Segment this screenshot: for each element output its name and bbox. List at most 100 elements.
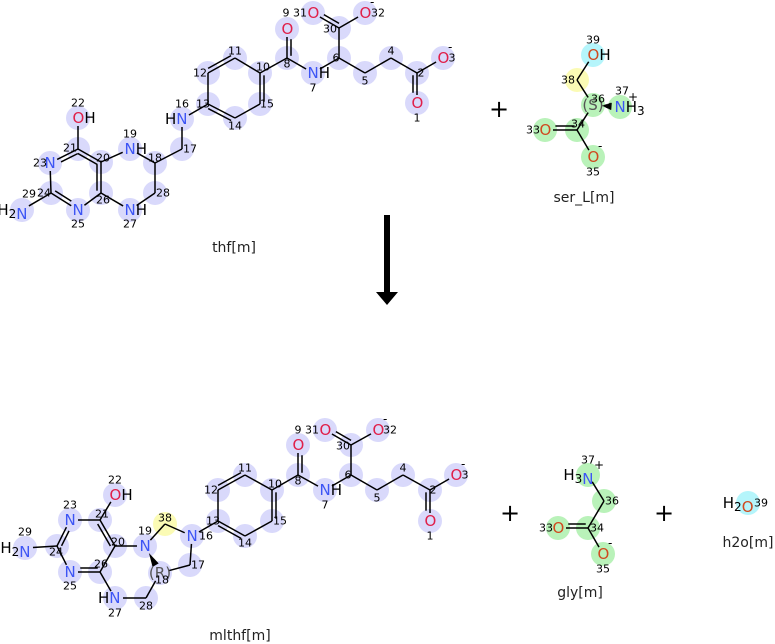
- wedge-bond: [148, 552, 159, 567]
- atom-number: 9: [295, 424, 302, 437]
- atom-label: (R): [149, 564, 171, 582]
- bond: [244, 474, 273, 491]
- bond: [83, 192, 102, 206]
- bond: [364, 57, 392, 74]
- atom-label: N: [187, 527, 198, 545]
- double-bond-line: [207, 107, 232, 122]
- atom-number: 31: [305, 424, 319, 437]
- double-bond-line: [60, 530, 70, 547]
- atom-label: NH: [125, 201, 148, 219]
- charge-label: -: [598, 139, 602, 153]
- atom-label: O: [540, 121, 552, 139]
- atom-number: 18: [148, 152, 162, 165]
- bond: [234, 103, 261, 119]
- bond: [416, 61, 437, 74]
- bond: [319, 16, 340, 29]
- atom-label: NH: [125, 140, 148, 158]
- atom-number: 12: [204, 484, 218, 497]
- atom-number: 16: [175, 98, 189, 111]
- double-bond-line: [97, 523, 112, 547]
- bond: [100, 151, 124, 163]
- double-bond-line: [217, 471, 242, 487]
- atom-label: OH: [73, 109, 96, 127]
- atom-highlight: [533, 118, 557, 142]
- atom-number: 17: [183, 143, 197, 156]
- atom-number: 2: [430, 484, 437, 497]
- atom-number: 9: [283, 7, 290, 20]
- highlight-layer: [10, 1, 760, 610]
- bond: [99, 519, 116, 547]
- atom-number: 14: [228, 120, 242, 133]
- atom-number: 26: [96, 194, 110, 207]
- atom-highlight: [444, 463, 468, 487]
- atom-highlight: [66, 106, 90, 130]
- atom-number: 6: [333, 52, 340, 65]
- atom-number: 3: [462, 469, 469, 482]
- bond: [576, 112, 589, 131]
- atom-number: 23: [33, 157, 47, 170]
- atom-highlight: [301, 61, 325, 85]
- atom-highlight: [418, 509, 442, 533]
- atom-label: HN: [165, 110, 188, 128]
- atom-number: 28: [156, 187, 170, 200]
- atom-highlight: [581, 93, 605, 117]
- atom-number: 12: [193, 67, 207, 80]
- atom-number: 8: [295, 475, 302, 488]
- atom-label: N: [65, 511, 76, 529]
- atom-highlight: [366, 418, 390, 442]
- bond: [376, 474, 404, 491]
- bond: [259, 57, 288, 74]
- atom-label: N: [45, 154, 56, 172]
- atom-number: 3: [449, 52, 456, 65]
- atom-label: O: [588, 148, 600, 166]
- atom-label: HN: [98, 589, 121, 607]
- atom-number: 37: [581, 454, 595, 467]
- atom-highlight: [13, 536, 37, 560]
- bond: [32, 545, 58, 549]
- atom-number: 23: [63, 499, 77, 512]
- bond: [297, 474, 319, 487]
- atom-number: 28: [139, 600, 153, 613]
- bond: [244, 520, 273, 537]
- atom-highlight: [736, 491, 760, 515]
- atom-number: 32: [371, 7, 385, 20]
- atom-number: 27: [123, 218, 137, 231]
- bond: [319, 57, 340, 70]
- atom-number: 16: [199, 530, 213, 543]
- atom-number: 8: [284, 58, 291, 71]
- atom-number: 36: [605, 495, 619, 508]
- atom-number: 29: [18, 526, 32, 539]
- atom-highlight: [148, 561, 172, 585]
- molecule-name-thf: thf[m]: [212, 240, 256, 256]
- bond: [429, 478, 450, 491]
- bond: [145, 580, 157, 599]
- atom-number: 35: [596, 563, 610, 576]
- atom-number: 37: [615, 85, 629, 98]
- atom-highlight: [275, 17, 299, 41]
- atom-number: 19: [123, 128, 137, 141]
- atom-highlight: [118, 198, 142, 222]
- reaction-arrow: [376, 215, 398, 305]
- atom-number: 17: [191, 559, 205, 572]
- atom-highlight: [301, 1, 325, 25]
- atom-highlight: [591, 542, 615, 566]
- atom-label: (S): [582, 96, 603, 114]
- atom-number: 34: [571, 118, 585, 131]
- atom-number: 6: [345, 469, 352, 482]
- atom-number: 33: [526, 124, 540, 137]
- hash-bond: [609, 102, 612, 110]
- atom-number: 1: [414, 112, 421, 125]
- bond: [402, 474, 431, 491]
- atom-number: 19: [138, 525, 152, 538]
- atom-label: O: [320, 421, 332, 439]
- double-bond-line: [217, 524, 242, 540]
- bond: [576, 79, 589, 98]
- double-bond-line: [54, 190, 72, 202]
- atom-label: O: [282, 20, 294, 38]
- atom-label: N: [73, 201, 84, 219]
